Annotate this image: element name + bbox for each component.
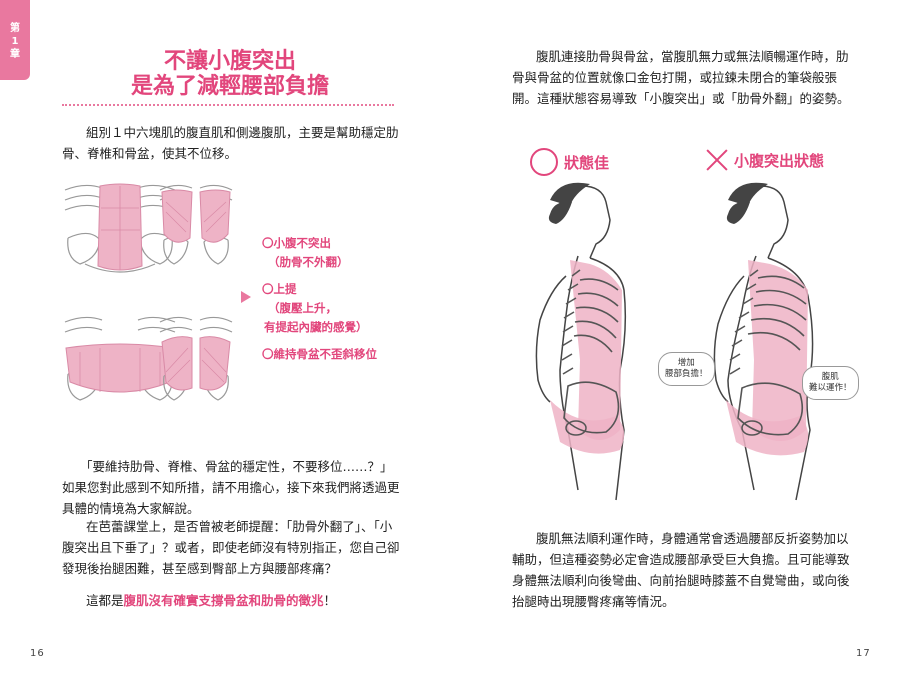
conclusion-prefix: 這都是 — [86, 593, 124, 608]
benefit-item: 〇維持骨盆不歪斜移位 — [262, 347, 377, 361]
text-line: 具體的情境為大家解說。 — [62, 501, 200, 516]
speech-bubble-back-burden: 增加 腰部負擔！ — [658, 352, 715, 386]
bubble-line: 增加 — [677, 358, 695, 368]
page-number-left: 16 — [30, 648, 45, 659]
benefit-item: （肋骨不外翻） — [268, 255, 349, 269]
abdominal-muscle-illustrations — [60, 178, 240, 426]
benefit-item: 有提起內臟的感覺） — [264, 320, 368, 334]
text-line: 如果您對此感到不知所措，請不用擔心，接下來我們將透過更 — [62, 480, 400, 495]
text-line: 腹突出且下垂了」？或者，即使老師沒有特別指正，您自己卻 — [62, 540, 400, 555]
chapter-tab: 第 1 章 — [0, 0, 30, 80]
torso-oblique-top — [159, 184, 233, 265]
arrow-right-icon — [241, 291, 251, 303]
right-page: 腹肌連接肋骨與骨盆，當腹肌無力或無法順暢運作時，肋 骨與骨盆的位置就像口金包打開… — [450, 0, 900, 683]
bad-posture-label: 小腹突出狀態 — [706, 148, 824, 172]
text-line: 腹肌無法順利運作時，身體通常會透過腰部反折姿勢加以 — [536, 531, 849, 546]
intro-paragraph: 組別１中六塊肌的腹直肌和側邊腹肌，主要是幫助穩定肋 骨、脊椎和骨盆，使其不位移。 — [62, 122, 399, 164]
chapter-tab-char: 章 — [10, 49, 20, 60]
benefit-item: （腹壓上升， — [268, 301, 337, 315]
right-bottom-paragraph: 腹肌無法順利運作時，身體通常會透過腰部反折姿勢加以 輔助，但這種姿勢必定會造成腰… — [512, 528, 850, 612]
benefit-item: 〇上提 — [262, 282, 297, 296]
conclusion-line: 這都是腹肌沒有確實支撐骨盆和肋骨的徵兆！ — [86, 590, 336, 611]
text-line: 組別１中六塊肌的腹直肌和側邊腹肌，主要是幫助穩定肋 — [86, 125, 399, 140]
chapter-tab-char: 第 — [10, 23, 20, 34]
text-line: 身體無法順利向後彎曲、向前抬腿時膝蓋不自覺彎曲，或向後 — [512, 573, 850, 588]
posture-comparison-illustration — [535, 182, 814, 501]
section-title-line1: 不讓小腹突出 — [163, 49, 296, 74]
text-line: 「要維持肋骨、脊椎、骨盆的穩定性，不要移位……？」 — [80, 459, 393, 474]
left-page: 第 1 章 不讓小腹突出 是為了減輕腰部負擔 組別１中六塊肌的腹直肌和側邊腹肌，… — [0, 0, 400, 659]
benefit-item: 〇小腹不突出 — [262, 236, 331, 250]
torso-transverse-bottom — [64, 316, 176, 401]
text-line: 骨與骨盆的位置就像口金包打開，或拉鍊未閉合的筆袋般張 — [512, 70, 838, 85]
torso-internal-oblique-bottom — [159, 316, 233, 401]
speech-bubble-abs-struggle: 腹肌 難以運作！ — [802, 366, 859, 400]
bad-posture-figure — [713, 182, 814, 501]
bad-posture-text: 小腹突出狀態 — [734, 151, 825, 170]
text-line: 抬腿時出現腰臀疼痛等情況。 — [512, 594, 675, 609]
text-line: 腹肌連接肋骨與骨盆，當腹肌無力或無法順暢運作時，肋 — [536, 49, 849, 64]
text-line: 在芭蕾課堂上，是否曾被老師提醒：「肋骨外翻了」、「小 — [86, 519, 393, 534]
benefits-list: 〇小腹不突出 （肋骨不外翻） 〇上提 （腹壓上升， 有提起內臟的感覺） 〇維持骨… — [262, 234, 377, 364]
cross-wrong-icon — [706, 148, 728, 172]
title-divider — [62, 104, 394, 106]
good-posture-label: 狀態佳 — [530, 148, 609, 176]
muscle-diagram-svg — [64, 183, 233, 401]
good-posture-figure — [535, 182, 627, 501]
section-title-line2: 是為了減輕腰部負擔 — [130, 74, 329, 99]
conclusion-highlight: 腹肌沒有確實支撐骨盆和肋骨的徵兆 — [123, 593, 324, 608]
bubble-line: 腹肌 — [821, 372, 839, 382]
torso-rectus-top — [64, 183, 176, 273]
page-number-right: 17 — [856, 648, 871, 659]
right-intro-paragraph: 腹肌連接肋骨與骨盆，當腹肌無力或無法順暢運作時，肋 骨與骨盆的位置就像口金包打開… — [512, 46, 850, 109]
chapter-tab-number: 1 — [11, 36, 19, 47]
bubble-line: 腰部負擔！ — [665, 369, 708, 379]
circle-correct-icon — [530, 148, 558, 176]
good-posture-text: 狀態佳 — [564, 153, 610, 172]
body-paragraph-1: 「要維持肋骨、脊椎、骨盆的穩定性，不要移位……？」 如果您對此感到不知所措，請不… — [62, 456, 400, 519]
conclusion-suffix: ！ — [323, 593, 337, 608]
body-paragraph-2: 在芭蕾課堂上，是否曾被老師提醒：「肋骨外翻了」、「小 腹突出且下垂了」？或者，即… — [62, 516, 400, 579]
text-line: 骨、脊椎和骨盆，使其不位移。 — [62, 146, 238, 161]
text-line: 發現後抬腿困難，甚至感到臀部上方與腰部疼痛？ — [62, 561, 338, 576]
text-line: 輔助，但這種姿勢必定會造成腰部承受巨大負擔。且可能導致 — [512, 552, 850, 567]
text-line: 開。這種狀態容易導致「小腹突出」或「肋骨外翻」的姿勢。 — [512, 91, 850, 106]
bubble-line: 難以運作！ — [809, 383, 852, 393]
